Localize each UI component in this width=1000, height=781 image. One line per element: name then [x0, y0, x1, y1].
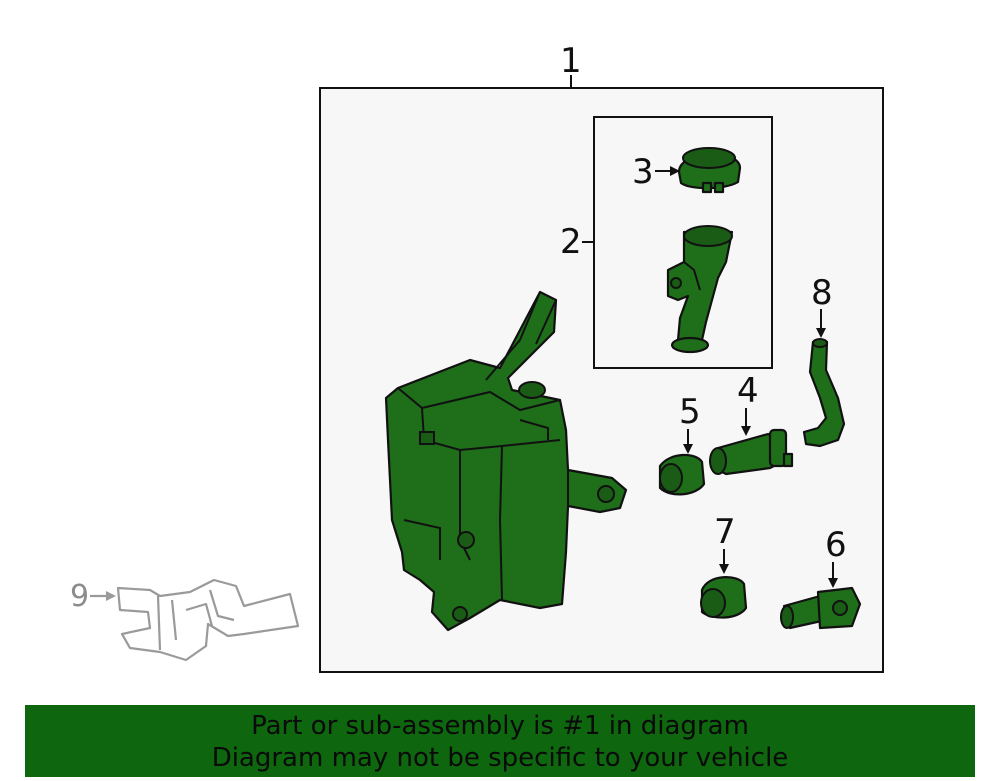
callout-7: 7	[714, 512, 736, 552]
part-8-hose	[802, 338, 846, 448]
part-6-sensor	[780, 586, 862, 630]
arrow-5	[683, 444, 693, 454]
arrow-3	[670, 166, 680, 176]
part-1-washer-reservoir	[384, 290, 628, 632]
arrow-8	[816, 328, 826, 338]
callout-9: 9	[70, 579, 89, 614]
arrow-9	[106, 591, 116, 601]
callout-6: 6	[825, 525, 847, 565]
arrow-4	[741, 426, 751, 436]
info-banner: Part or sub-assembly is #1 in diagram Di…	[25, 705, 975, 777]
banner-line-2: Diagram may not be specific to your vehi…	[211, 743, 789, 773]
callout-5: 5	[679, 392, 701, 432]
callout-3: 3	[632, 152, 654, 192]
part-2-filler-neck	[666, 225, 734, 354]
callout-1: 1	[560, 41, 582, 81]
callout-4: 4	[737, 371, 759, 411]
arrow-6	[828, 578, 838, 588]
part-4-pump	[709, 428, 794, 476]
arrow-7	[719, 564, 729, 574]
part-7-grommet	[700, 576, 748, 619]
callout-8: 8	[811, 273, 833, 313]
part-3-cap	[677, 147, 742, 194]
banner-line-1: Part or sub-assembly is #1 in diagram	[251, 711, 749, 741]
callout-2: 2	[560, 222, 582, 262]
part-5-grommet	[658, 453, 706, 496]
part-9-related-bracket	[116, 578, 300, 662]
